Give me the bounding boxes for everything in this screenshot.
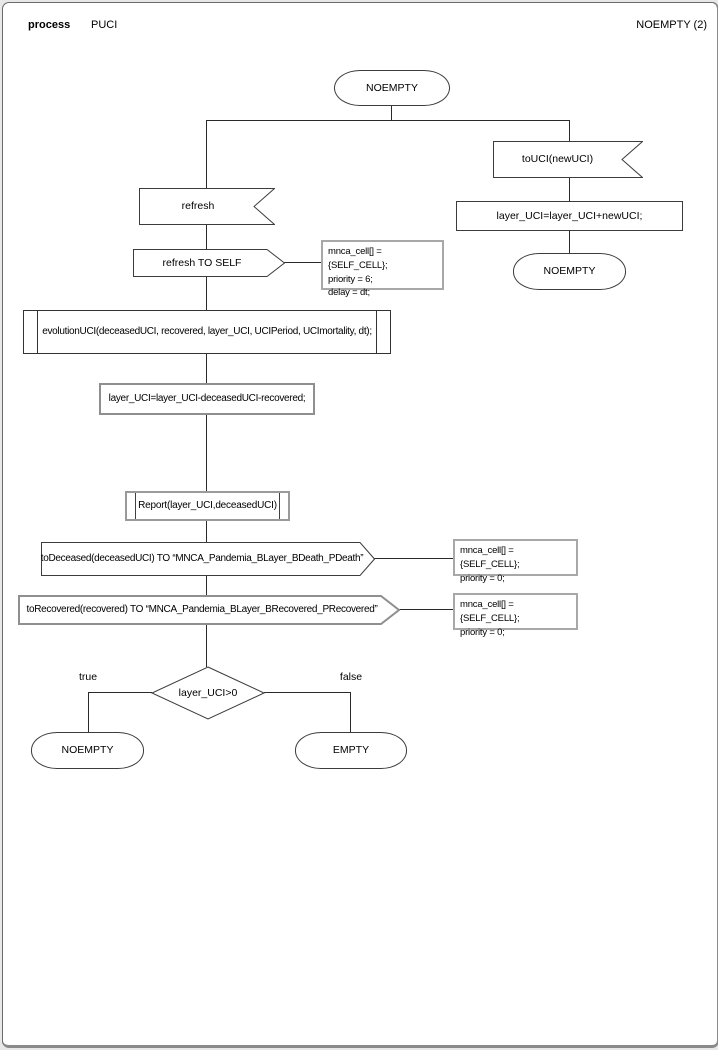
- state-label: NOEMPTY: [61, 744, 114, 757]
- output-signal-label: toRecovered(recovered) TO “MNCA_Pandemia…: [26, 604, 378, 615]
- procedure-bar: [279, 493, 280, 519]
- input-signal-toUCI: toUCI(newUCI): [493, 141, 643, 178]
- procedure-report: Report(layer_UCI,deceasedUCI): [125, 491, 290, 521]
- connector-line: [206, 575, 207, 596]
- comment-recovered-params: mnca_cell[] = {SELF_CELL}; priority = 0;: [453, 593, 578, 638]
- connector-line: [206, 520, 207, 543]
- state-noempty-top: NOEMPTY: [334, 70, 450, 106]
- procedure-bar: [376, 311, 377, 353]
- input-signal-label: toUCI(newUCI): [521, 153, 594, 166]
- procedure-bar: [37, 311, 38, 353]
- connector-line: [206, 120, 207, 189]
- output-signal-label: toDeceased(deceasedUCI) TO “MNCA_Pandemi…: [40, 553, 364, 564]
- connector-line: [88, 692, 152, 693]
- output-signal-to-deceased: toDeceased(deceasedUCI) TO “MNCA_Pandemi…: [41, 542, 375, 576]
- task-layer-uci-sub: layer_UCI=layer_UCI-deceasedUCI-recovere…: [99, 383, 315, 415]
- output-signal-refresh-self: refresh TO SELF: [133, 249, 285, 277]
- connector-line: [391, 105, 392, 120]
- task-label: layer_UCI=layer_UCI-deceasedUCI-recovere…: [108, 393, 306, 404]
- connector-line: [264, 692, 350, 693]
- branch-false-label: false: [339, 671, 363, 683]
- decision-label: layer_UCI>0: [178, 686, 238, 699]
- comment-connector: [284, 262, 321, 263]
- diagram-kind-label: process: [28, 19, 71, 31]
- task-layer-uci-add: layer_UCI=layer_UCI+newUCI;: [456, 201, 683, 231]
- connector-line: [350, 692, 351, 732]
- input-signal-label: refresh: [181, 200, 215, 213]
- connector-line: [206, 276, 207, 311]
- procedure-evolution-uci: evolutionUCI(deceasedUCI, recovered, lay…: [23, 310, 391, 354]
- procedure-label: evolutionUCI(deceasedUCI, recovered, lay…: [42, 326, 372, 337]
- connector-line: [569, 177, 570, 202]
- connector-line: [569, 120, 570, 142]
- connector-line: [569, 230, 570, 254]
- branch-true-label: true: [78, 671, 98, 683]
- state-label: NOEMPTY: [543, 265, 596, 278]
- connector-line: [206, 414, 207, 492]
- connector-line: [88, 692, 89, 732]
- comment-connector: [374, 558, 453, 559]
- state-label: EMPTY: [332, 744, 370, 757]
- connector-line: [206, 224, 207, 250]
- comment-connector: [399, 609, 453, 610]
- state-label: NOEMPTY: [366, 81, 418, 94]
- state-empty-bottom: EMPTY: [295, 732, 407, 769]
- state-noempty-bottom: NOEMPTY: [31, 732, 144, 769]
- state-noempty-right: NOEMPTY: [513, 253, 626, 290]
- connector-line: [206, 120, 570, 121]
- connector-line: [206, 353, 207, 384]
- output-signal-label: refresh TO SELF: [162, 256, 242, 269]
- process-name: PUCI: [91, 19, 118, 31]
- procedure-label: Report(layer_UCI,deceasedUCI): [138, 500, 277, 511]
- comment-refresh-params: mnca_cell[] = {SELF_CELL}; priority = 6;…: [321, 240, 444, 298]
- output-signal-to-recovered: toRecovered(recovered) TO “MNCA_Pandemia…: [18, 595, 400, 625]
- task-label: layer_UCI=layer_UCI+newUCI;: [496, 209, 643, 222]
- decision-layer-uci: layer_UCI>0: [150, 666, 266, 720]
- page-label: NOEMPTY (2): [636, 19, 707, 31]
- connector-line: [206, 624, 207, 667]
- input-signal-refresh: refresh: [139, 188, 275, 225]
- procedure-bar: [135, 493, 136, 519]
- comment-deceased-params: mnca_cell[] = {SELF_CELL}; priority = 0;: [453, 539, 578, 584]
